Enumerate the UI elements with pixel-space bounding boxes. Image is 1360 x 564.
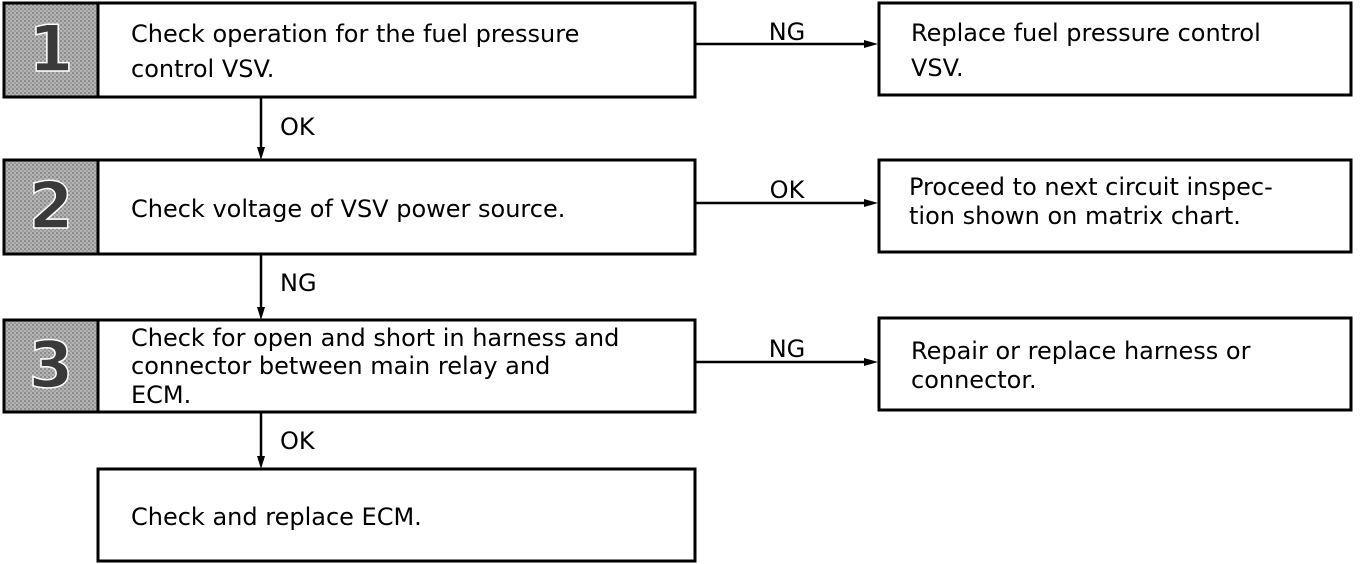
arrowhead-icon [864, 40, 878, 48]
connector-step-1-to-step-2: OK [257, 97, 316, 160]
step-3-text-line-2: connector between main relay and [131, 352, 550, 380]
step-1-number: 1 [29, 13, 74, 87]
result-1-box [877, 1, 1353, 97]
arrowhead-icon [257, 456, 265, 469]
result-3-text-line-2: connector. [911, 366, 1037, 394]
connector-step-3-to-result-3: NG [695, 335, 878, 366]
step-3-number: 3 [29, 329, 74, 403]
step-1-box [96, 1, 697, 99]
step-3: 3 Check for open and short in harness an… [2, 318, 697, 414]
connector-label: NG [769, 335, 806, 363]
final-text-line-1: Check and replace ECM. [131, 503, 422, 531]
step-2-box [96, 158, 697, 256]
result-3-text: Repair or replace harness or connector. [911, 337, 1258, 394]
step-3-text: Check for open and short in harness and … [131, 324, 627, 409]
result-1-text: Replace fuel pressure control VSV. [911, 19, 1268, 82]
step-1: 1 Check operation for the fuel pressure … [2, 1, 697, 99]
result-3: Repair or replace harness or connector. [877, 316, 1353, 412]
result-2-text-line-2: tion shown on matrix chart. [909, 202, 1241, 230]
step-3-number-box [2, 318, 100, 414]
result-1-text-line-2: VSV. [911, 54, 964, 82]
connector-step-2-to-result-2: OK [695, 176, 878, 207]
connector-label: OK [280, 113, 316, 141]
step-3-text-line-1: Check for open and short in harness and [131, 324, 619, 352]
result-2-box [877, 158, 1353, 254]
connector-label: OK [770, 176, 806, 204]
final-text: Check and replace ECM. [131, 503, 422, 531]
connector-step-1-to-result-1: NG [695, 18, 878, 48]
step-1-text-line-2: control VSV. [131, 55, 274, 83]
connector-label: NG [280, 269, 317, 297]
connector-label: OK [280, 427, 316, 455]
final-step: Check and replace ECM. [96, 467, 697, 563]
step-3-box [96, 318, 697, 414]
result-2-text-line-1: Proceed to next circuit inspec- [909, 173, 1273, 201]
step-3-text-line-3: ECM. [131, 381, 191, 409]
connector-step-3-to-final: OK [257, 412, 316, 469]
step-1-number-box [2, 1, 100, 99]
result-3-text-line-1: Repair or replace harness or [911, 337, 1251, 365]
result-1: Replace fuel pressure control VSV. [877, 1, 1353, 97]
step-2-number: 2 [29, 170, 74, 244]
step-2-text-line-1: Check voltage of VSV power source. [131, 195, 565, 223]
arrowhead-icon [257, 307, 265, 320]
arrowhead-icon [864, 199, 878, 207]
step-1-text: Check operation for the fuel pressure co… [131, 20, 587, 83]
step-2: 2 Check voltage of VSV power source. [2, 158, 697, 256]
connector-step-2-to-step-3: NG [257, 254, 317, 320]
final-box [96, 467, 697, 563]
step-1-text-line-1: Check operation for the fuel pressure [131, 20, 579, 48]
result-3-box [877, 316, 1353, 412]
arrowhead-icon [864, 358, 878, 366]
result-2: Proceed to next circuit inspec- tion sho… [877, 158, 1353, 254]
result-2-text: Proceed to next circuit inspec- tion sho… [909, 173, 1280, 230]
connector-label: NG [769, 18, 806, 46]
step-2-text: Check voltage of VSV power source. [131, 195, 565, 223]
arrowhead-icon [257, 147, 265, 160]
result-1-text-line-1: Replace fuel pressure control [911, 19, 1261, 47]
